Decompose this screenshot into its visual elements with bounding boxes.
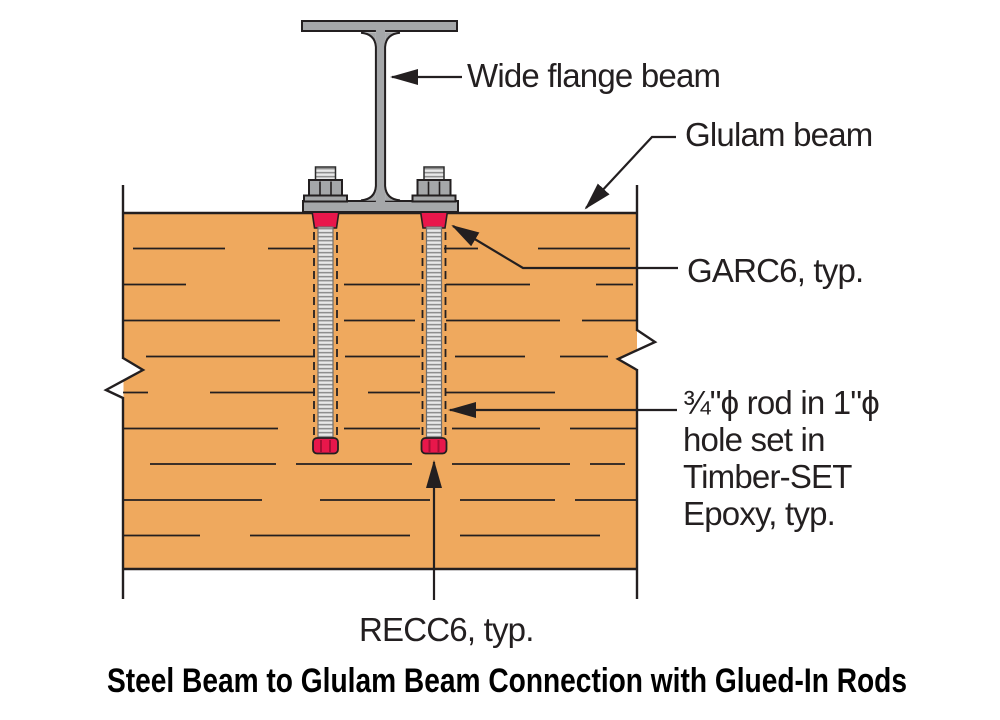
bolt-assembly-left xyxy=(303,166,348,203)
web-fillet xyxy=(361,32,376,47)
hex-nut xyxy=(416,179,452,197)
glulam-wood-fill xyxy=(123,213,637,570)
hex-nut xyxy=(308,179,343,197)
label-rod-note-line2: hole set in xyxy=(683,421,825,458)
leader-glulam-beam xyxy=(584,135,676,210)
recc6-cap xyxy=(312,437,339,455)
break-mark-left xyxy=(103,356,146,400)
label-glulam-beam: Glulam beam xyxy=(685,116,872,153)
label-rod-note: ¾"ϕ rod in 1"ϕ hole set in Timber-SET Ep… xyxy=(683,384,880,532)
label-recc6: RECC6, typ. xyxy=(359,611,534,648)
web-fillet xyxy=(385,32,400,47)
recc6-cap xyxy=(420,437,448,455)
glued-in-rod-right xyxy=(419,210,449,455)
wide-flange-beam xyxy=(301,20,459,213)
wood-grain-lines xyxy=(123,247,637,537)
web-edge xyxy=(360,31,377,202)
washer xyxy=(411,194,457,203)
label-rod-note-line4: Epoxy, typ. xyxy=(683,495,835,532)
label-garc6: GARC6, typ. xyxy=(687,252,863,289)
glulam-beam xyxy=(103,185,658,599)
threaded-rod xyxy=(425,226,443,439)
label-wide-flange-beam: Wide flange beam xyxy=(467,57,720,94)
leader-lines xyxy=(390,69,678,600)
web-edge xyxy=(384,31,401,202)
break-mark-right xyxy=(615,329,658,372)
washer xyxy=(303,194,348,203)
break-mark-line xyxy=(615,329,658,372)
garc6-collar xyxy=(419,210,449,229)
garc6-collar xyxy=(311,210,340,229)
bolt-assembly-right xyxy=(411,166,457,203)
leader-garc6 xyxy=(451,224,678,270)
label-rod-note-line3: Timber-SET xyxy=(683,458,852,495)
rod-stub xyxy=(423,166,445,182)
rod-stub xyxy=(314,166,337,182)
break-mark-line xyxy=(103,356,146,400)
break-mark-fill xyxy=(106,358,143,398)
glued-in-rod-left xyxy=(311,210,340,455)
break-mark-fill xyxy=(618,330,655,370)
threaded-rod xyxy=(317,226,334,439)
figure-caption: Steel Beam to Glulam Beam Connection wit… xyxy=(107,662,907,700)
web-fill xyxy=(375,29,386,204)
label-rod-note-line1: ¾"ϕ rod in 1"ϕ xyxy=(683,384,879,421)
extension-lines xyxy=(121,185,639,599)
